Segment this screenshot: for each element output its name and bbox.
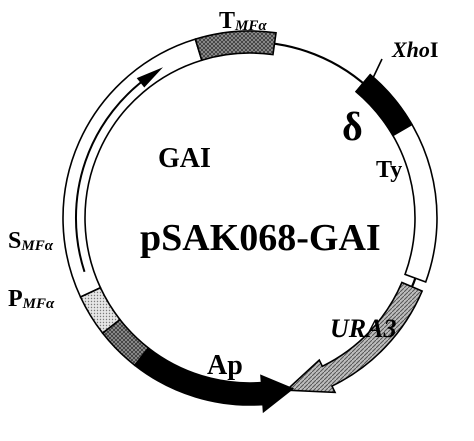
gai-direction-arrowhead: [136, 67, 163, 88]
t-mfa-segment: [194, 30, 277, 62]
s-mfa-label: SMFα: [8, 228, 54, 254]
ura3-label: URA3: [330, 314, 396, 343]
ty-label: Ty: [376, 157, 402, 183]
p-mfa-segment: [101, 318, 150, 367]
s-mfa-segment: [79, 286, 122, 335]
ap-label: Ap: [207, 350, 243, 381]
ura3-arrow: [284, 281, 424, 394]
xhoi-delta-block: [354, 73, 414, 137]
delta-label: δ: [342, 104, 363, 149]
xhoi-label: XhoI: [391, 37, 438, 62]
gai-direction-arrow: [74, 72, 154, 273]
ty-delta-segment: [354, 73, 438, 283]
ap-arrow: [133, 346, 295, 414]
plasmid-name: pSAK068-GAI: [140, 217, 381, 259]
t-mfa-label: TMFα: [219, 8, 267, 34]
gai-label: GAI: [158, 143, 211, 174]
p-mfa-label: PMFα: [8, 286, 55, 312]
xhoi-pointer-line: [371, 58, 383, 81]
